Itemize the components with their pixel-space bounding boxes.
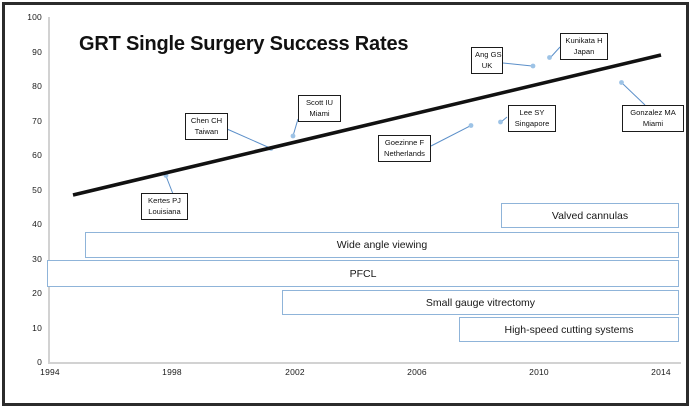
timebar-valved-cannulas-label: Valved cannulas — [551, 209, 629, 222]
y-tick-80: 80 — [32, 81, 42, 91]
callout-gonzalez: Gonzalez MA Miami — [622, 105, 684, 132]
callout-lee-line1: Lee SY — [519, 108, 545, 117]
y-tick-70: 70 — [32, 115, 42, 126]
x-tick-1998: 1998 — [162, 367, 182, 377]
x-axis-line — [48, 362, 681, 364]
trend-line — [72, 53, 662, 197]
x-tick-1994: 1994 — [40, 367, 60, 377]
leader-goezinne — [430, 125, 471, 147]
y-tick-10: 10 — [32, 322, 42, 333]
callout-ang: Ang GS UK — [471, 47, 503, 74]
y-tick-0: 0 — [37, 357, 42, 367]
timebar-pfcl: PFCL — [47, 260, 679, 287]
x-tick-2014: 2014 — [651, 367, 671, 377]
y-tick-40: 40 — [32, 219, 42, 229]
callout-goezinne: Goezinne F Netherlands — [378, 135, 431, 162]
callout-ang-line1: Ang GS — [475, 50, 502, 59]
marker-ang — [530, 63, 536, 69]
x-tick-2006: 2006 — [407, 367, 427, 377]
timebar-high-speed-cutting-systems-label: High-speed cutting systems — [504, 323, 634, 336]
chart-canvas: GRT Single Surgery Success Rates 100 90 … — [5, 5, 686, 403]
timebar-high-speed-cutting-systems: High-speed cutting systems — [459, 317, 679, 342]
callout-scott-line1: Scott IU — [305, 98, 333, 107]
chart-title: GRT Single Surgery Success Rates — [79, 33, 409, 55]
y-tick-50: 50 — [32, 184, 42, 195]
x-tick-2010: 2010 — [529, 367, 549, 377]
callout-lee-line2: Singapore — [514, 118, 550, 128]
timebar-wide-angle-viewing: Wide angle viewing — [85, 232, 679, 258]
callout-kertes-line2: Louisiana — [148, 206, 181, 216]
callout-kertes: Kertes PJ Louisiana — [141, 193, 188, 220]
timebar-wide-angle-viewing-label: Wide angle viewing — [336, 239, 428, 251]
callout-kunikata: Kunikata H Japan — [560, 33, 608, 60]
leader-kunikata — [549, 46, 561, 59]
marker-chen — [268, 146, 274, 151]
marker-kertes — [163, 173, 169, 178]
callout-chen-line1: Chen CH — [190, 116, 223, 125]
marker-lee — [498, 119, 503, 125]
callout-kunikata-line1: Kunikata H — [565, 36, 603, 45]
callout-kunikata-line2: Japan — [573, 46, 595, 56]
y-axis-line — [48, 17, 50, 364]
callout-ang-line2: UK — [481, 60, 493, 70]
callout-gonzalez-line2: Miami — [642, 118, 664, 128]
callout-scott: Scott IU Miami — [298, 95, 341, 122]
y-tick-100: 100 — [27, 12, 42, 22]
leader-ang — [502, 62, 533, 67]
timebar-small-gauge-vitrectomy-label: Small gauge vitrectomy — [425, 296, 536, 309]
leader-kertes — [165, 175, 174, 195]
leader-lee — [500, 116, 508, 123]
marker-scott — [290, 133, 296, 139]
y-tick-20: 20 — [32, 288, 42, 298]
y-tick-90: 90 — [32, 46, 42, 57]
timebar-pfcl-label: PFCL — [349, 267, 377, 280]
callout-goezinne-line2: Netherlands — [384, 148, 425, 158]
marker-kunikata — [547, 55, 552, 60]
timebar-valved-cannulas: Valved cannulas — [501, 203, 679, 228]
callout-gonzalez-line1: Gonzalez MA — [630, 108, 676, 117]
callout-lee: Lee SY Singapore — [508, 105, 556, 132]
leader-gonzalez — [621, 82, 646, 106]
marker-goezinne — [468, 123, 474, 128]
leader-chen — [226, 128, 271, 149]
y-tick-30: 30 — [32, 253, 42, 264]
callout-kertes-line1: Kertes PJ — [148, 196, 181, 205]
timebar-small-gauge-vitrectomy: Small gauge vitrectomy — [282, 290, 679, 315]
callout-chen-line2: Taiwan — [194, 126, 219, 136]
y-tick-60: 60 — [32, 150, 42, 160]
marker-gonzalez — [619, 80, 624, 85]
callout-chen: Chen CH Taiwan — [185, 113, 228, 140]
callout-goezinne-line1: Goezinne F — [384, 138, 425, 147]
x-tick-2002: 2002 — [285, 367, 305, 377]
callout-scott-line2: Miami — [309, 108, 330, 118]
leader-lines — [165, 46, 646, 195]
